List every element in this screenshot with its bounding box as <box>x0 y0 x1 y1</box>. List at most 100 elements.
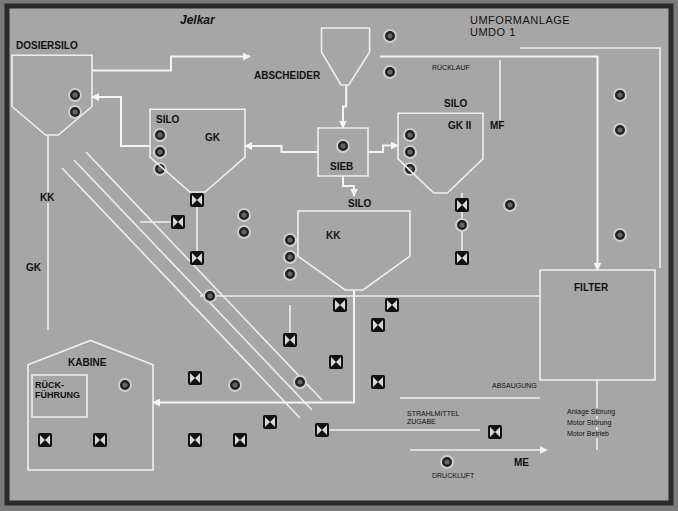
panel-label: ABSAUGUNG <box>490 382 539 390</box>
pipe-connector <box>343 176 354 196</box>
valve-symbol <box>188 371 202 385</box>
indicator-lamp <box>204 290 216 302</box>
panel-label: STRAHLMITTEL ZUGABE <box>405 410 469 425</box>
valve-symbol <box>283 333 297 347</box>
node-outline <box>12 55 92 135</box>
node-heading: DOSIERSILO <box>16 40 78 51</box>
pipe <box>62 168 300 418</box>
indicator-lamp <box>614 229 626 241</box>
process-box: FILTER <box>540 270 655 380</box>
indicator-lamp <box>404 146 416 158</box>
panel-board <box>7 6 671 503</box>
node-outline <box>150 109 245 192</box>
valve-symbol <box>455 251 469 265</box>
node-subtext: GK <box>205 132 220 143</box>
indicator-lamp <box>504 199 516 211</box>
node-outline <box>540 270 655 380</box>
indicator-lamp <box>284 234 296 246</box>
valve-symbol <box>190 251 204 265</box>
indicator-lamp <box>284 251 296 263</box>
pipe-lines <box>48 48 660 450</box>
vessel-node: RÜCK- FÜHRUNG KABINE <box>28 335 153 470</box>
node-outline <box>298 211 410 290</box>
panel-label: GK <box>24 262 43 273</box>
pipe-connector <box>92 57 250 71</box>
pipe <box>400 397 540 399</box>
pipe-connector <box>153 290 354 403</box>
node-heading: KABINE <box>68 357 106 368</box>
node-outline <box>322 28 370 85</box>
node-outline <box>150 100 245 192</box>
node-heading: RÜCK- FÜHRUNG <box>35 381 83 401</box>
indicator-lamp <box>456 219 468 231</box>
node-outline <box>318 128 368 176</box>
panel-label: Anlage Störung <box>565 408 617 416</box>
indicator-lamp <box>154 146 166 158</box>
panel-label: ME <box>512 457 531 468</box>
indicator-lamp <box>119 379 131 391</box>
pipe-connector <box>92 97 150 146</box>
node-heading: SILO <box>156 114 179 125</box>
indicator-lamp <box>384 66 396 78</box>
valve-symbols <box>38 193 502 447</box>
node-heading: SIEB <box>330 161 353 172</box>
node-outline <box>12 40 92 135</box>
valve-symbol <box>233 433 247 447</box>
vessel-node: SILO GK <box>150 100 245 192</box>
indicator-lamp <box>154 129 166 141</box>
valve-symbol <box>188 433 202 447</box>
indicator-lamp <box>229 379 241 391</box>
panel-label: Jelkar <box>178 14 217 27</box>
indicator-lamp <box>404 129 416 141</box>
valve-symbol <box>315 423 329 437</box>
pipe-connector <box>368 146 398 153</box>
valve-symbol <box>455 198 469 212</box>
panel-label: DRUCKLUFT <box>430 472 476 480</box>
valve-symbol <box>263 415 277 429</box>
valve-symbol <box>329 355 343 369</box>
pipe <box>322 429 480 431</box>
panel-label: RÜCKLAUF <box>430 64 472 72</box>
valve-symbol <box>93 433 107 447</box>
node-outline <box>28 340 153 470</box>
valve-symbol <box>488 425 502 439</box>
valve-symbol <box>171 215 185 229</box>
pipe <box>74 160 312 410</box>
panel-label: MF <box>488 120 506 131</box>
pipe <box>499 60 501 120</box>
pipe <box>200 295 540 297</box>
node-subtext: KK <box>326 230 340 241</box>
pipe <box>47 135 49 330</box>
node-outline <box>298 196 410 290</box>
indicator-lamp <box>69 89 81 101</box>
valve-symbol <box>190 193 204 207</box>
panel-label: KK <box>38 192 56 203</box>
valve-symbol <box>385 298 399 312</box>
indicator-lamp <box>69 106 81 118</box>
vessel-node: SILO KK <box>298 196 410 290</box>
indicator-lamp <box>337 140 349 152</box>
indicator-lamp <box>294 376 306 388</box>
indicator-lamp <box>238 209 250 221</box>
node-heading: SILO <box>444 98 467 109</box>
node-outline <box>398 98 483 193</box>
indicator-lamp <box>404 163 416 175</box>
pipe <box>410 449 540 451</box>
node-heading: FILTER <box>574 282 608 293</box>
process-box: RÜCK- FÜHRUNG <box>32 375 87 417</box>
indicator-lamp <box>441 456 453 468</box>
vessel-node: ABSCHEIDER <box>250 28 380 85</box>
vessel-node: SILOGK II <box>398 98 483 193</box>
node-outline <box>32 375 87 417</box>
panel-label: Motor Betrieb <box>565 430 611 438</box>
indicator-lamp <box>238 226 250 238</box>
pipe <box>520 48 660 268</box>
indicator-lamp <box>614 124 626 136</box>
indicator-lamp <box>284 268 296 280</box>
panel-label: Motor Störung <box>565 419 613 427</box>
node-heading: SILO <box>348 198 371 209</box>
indicator-lamp <box>614 89 626 101</box>
panel-title: UMFORMANLAGE UMDO 1 <box>468 14 572 38</box>
